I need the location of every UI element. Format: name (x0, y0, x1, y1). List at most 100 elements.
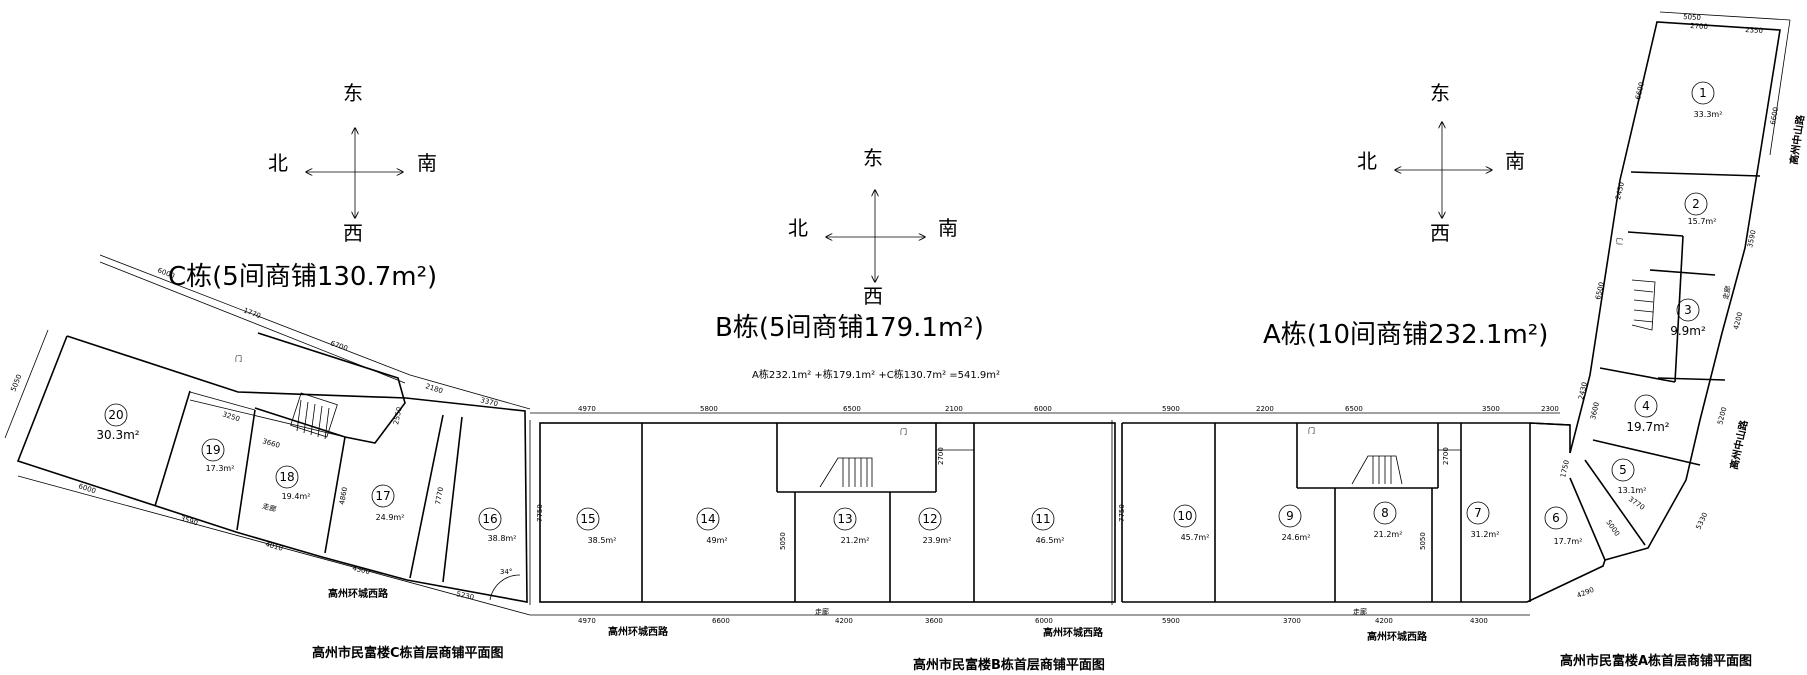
door-label: 门 (1308, 426, 1315, 435)
shop-number: 4 (1642, 399, 1650, 413)
building-c-title: C栋(5间商铺130.7m²) (168, 262, 437, 292)
compass-north-label: 北 (788, 216, 808, 240)
compass-east-label: 东 (863, 146, 883, 170)
compass-north-label: 北 (1357, 149, 1377, 173)
shop-1: 133.3m² (1691, 81, 1722, 119)
svg-text:5050: 5050 (9, 373, 23, 393)
svg-text:5050: 5050 (1419, 532, 1427, 550)
shop-area: 30.3m² (96, 428, 139, 442)
road-label-zhongshan-1: 高州中山路 (1787, 113, 1807, 165)
svg-text:4970: 4970 (578, 617, 596, 625)
svg-text:4300: 4300 (352, 564, 371, 576)
svg-text:6500: 6500 (1594, 281, 1606, 300)
svg-text:5050: 5050 (1683, 13, 1701, 22)
building-c-plan: 5050 6000 3590 4010 4300 5230 6000 1770 … (4, 254, 531, 616)
shop-area: 31.2m² (1471, 530, 1500, 539)
compass-east-label: 东 (343, 81, 363, 105)
svg-text:2700: 2700 (937, 447, 945, 465)
compass-c: 东 西 北 南 (268, 81, 437, 245)
shop-number: 13 (837, 512, 852, 526)
shop-area: 13.1m² (1618, 486, 1647, 495)
svg-text:3660: 3660 (261, 437, 280, 450)
shop-11: 11 46.5m² (1031, 507, 1065, 545)
shop-9: 9 24.6m² (1278, 504, 1311, 542)
building-a-caption: 高州市民富楼A栋首层商铺平面图 (1560, 653, 1752, 669)
shop-number: 9 (1286, 509, 1294, 523)
angle-label: 34° (500, 568, 512, 576)
shop-number: 11 (1035, 512, 1050, 526)
shop-number: 15 (580, 512, 595, 526)
shop-number: 3 (1684, 303, 1692, 317)
walkway-label: 走廊 (261, 501, 277, 514)
svg-text:6000: 6000 (1034, 405, 1052, 413)
svg-text:5050: 5050 (779, 532, 787, 550)
shop-area: 38.5m² (588, 536, 617, 545)
svg-text:5200: 5200 (1716, 406, 1728, 425)
svg-text:6500: 6500 (1345, 405, 1363, 413)
road-label-b1: 高州环城西路 (608, 625, 669, 638)
svg-text:3250: 3250 (221, 410, 240, 423)
svg-text:4860: 4860 (338, 486, 349, 505)
compass-a: 东 西 北 南 (1357, 81, 1525, 245)
compass-south-label: 南 (1505, 149, 1525, 173)
shop-area: 49m² (706, 536, 727, 545)
shop-area: 9.9m² (1670, 324, 1706, 338)
shop-5: 513.1m² (1611, 458, 1647, 495)
svg-text:2450: 2450 (1614, 181, 1626, 200)
svg-text:3590: 3590 (1746, 229, 1758, 248)
svg-text:4010: 4010 (264, 540, 283, 553)
compass-west-label: 西 (1430, 221, 1450, 245)
building-b-title: B栋(5间商铺179.1m²) (715, 313, 984, 343)
svg-text:4290: 4290 (1576, 586, 1596, 600)
shop-area: 46.5m² (1036, 536, 1065, 545)
shop-number: 20 (108, 408, 123, 422)
svg-text:5230: 5230 (456, 590, 475, 602)
svg-text:4970: 4970 (578, 405, 596, 413)
svg-text:6000: 6000 (77, 482, 96, 495)
shop-number: 18 (279, 470, 294, 484)
svg-text:5330: 5330 (1695, 511, 1710, 531)
total-area-summary: A栋232.1m² +栋179.1m² +C栋130.7m² =541.9m² (752, 368, 1000, 381)
door-label-tower: 门 (1615, 238, 1624, 245)
svg-text:4200: 4200 (1732, 311, 1744, 330)
svg-text:7750: 7750 (536, 504, 544, 522)
shop-15: 15 38.5m² (576, 507, 617, 545)
compass-b: 东 西 北 南 (788, 146, 958, 308)
building-b-caption: 高州市民富楼B栋首层商铺平面图 (913, 657, 1105, 673)
svg-text:2100: 2100 (945, 405, 963, 413)
shop-area: 21.2m² (1374, 530, 1403, 539)
door-label: 门 (235, 354, 242, 363)
shop-area: 45.7m² (1181, 533, 1210, 542)
svg-text:3590: 3590 (179, 514, 198, 527)
walkway-label: 走廊 (815, 607, 829, 616)
shop-4: 419.7m² (1626, 394, 1670, 434)
shop-number: 7 (1474, 506, 1482, 520)
svg-text:5900: 5900 (1162, 617, 1180, 625)
shop-area: 38.8m² (488, 534, 517, 543)
svg-text:3600: 3600 (1589, 401, 1601, 420)
svg-text:2350: 2350 (1745, 26, 1763, 35)
shop-number: 8 (1381, 506, 1389, 520)
svg-text:6600: 6600 (1634, 81, 1646, 100)
shop-6: 617.7m² (1544, 506, 1582, 546)
shop-area: 24.6m² (1282, 533, 1311, 542)
svg-text:5000: 5000 (1604, 519, 1621, 538)
svg-text:2300: 2300 (1541, 405, 1559, 413)
building-b-plan: 4970 5800 6500 2100 6000 4970 6600 4200 … (529, 405, 1116, 639)
compass-west-label: 西 (343, 221, 363, 245)
shop-number: 19 (205, 443, 220, 457)
shop-area: 15.7m² (1688, 217, 1717, 226)
building-a-title: A栋(10间商铺232.1m²) (1263, 320, 1548, 350)
svg-text:2550: 2550 (392, 406, 404, 425)
svg-text:6600: 6600 (712, 617, 730, 625)
shop-area: 21.2m² (841, 536, 870, 545)
svg-text:6000: 6000 (1035, 617, 1053, 625)
road-label-zhongshan-2: 高州中山路 (1727, 418, 1750, 471)
